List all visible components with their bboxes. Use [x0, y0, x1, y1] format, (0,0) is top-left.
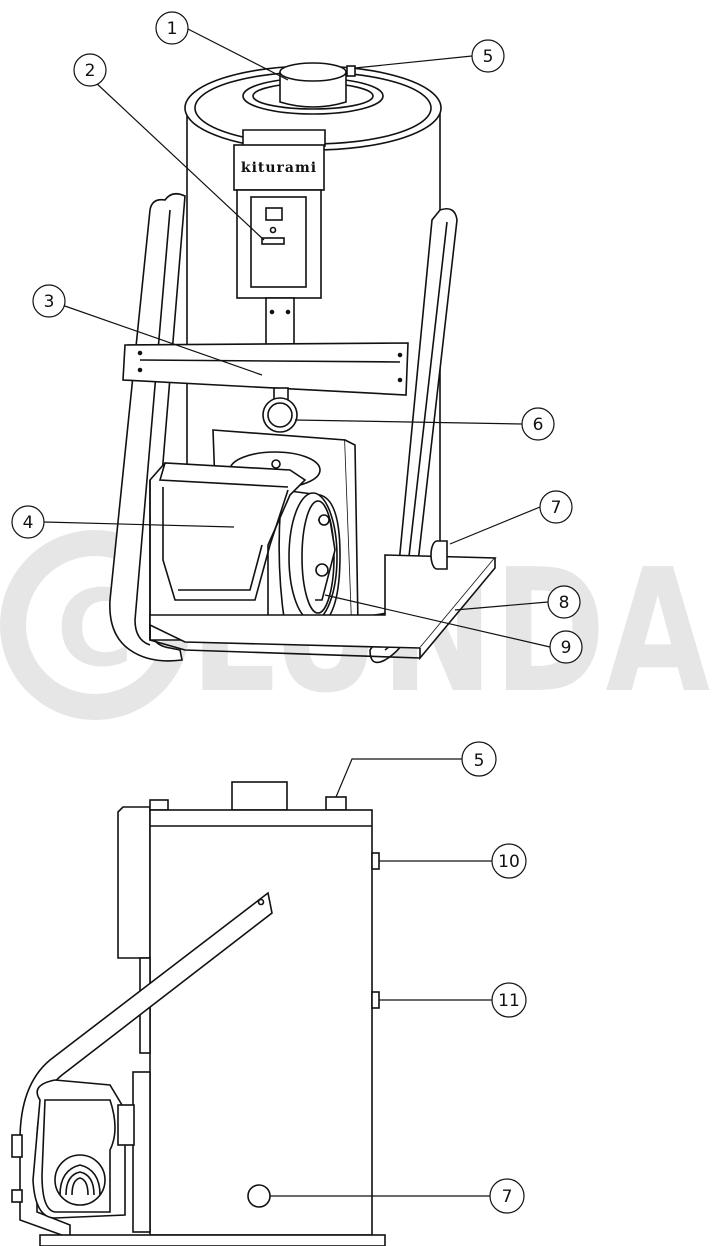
callout-8-label: 8	[559, 593, 570, 613]
callout-5-label: 5	[483, 47, 494, 67]
callout-2	[73, 53, 107, 87]
side-callout-10-label: 10	[498, 852, 520, 872]
callout-7-label: 7	[551, 498, 562, 518]
cross-bar	[122, 342, 409, 396]
brand-label: kiturami	[241, 160, 317, 176]
callout-1-label: 1	[167, 19, 178, 39]
callout-9	[549, 630, 583, 664]
callout-6	[521, 407, 555, 441]
side-tank	[149, 809, 373, 1236]
frame-left	[109, 192, 186, 662]
callout-4	[11, 505, 45, 539]
side-flue	[231, 781, 288, 811]
side-callout-11-label: 11	[498, 991, 520, 1011]
brand-panel	[233, 144, 325, 191]
side-callout-5-label: 5	[474, 751, 485, 771]
side-callouts: 5 10 11 7	[270, 741, 527, 1214]
front-callouts: 1 2 3 4 5 6 7 8 9	[11, 11, 583, 664]
callout-3	[32, 284, 66, 318]
flue-pipe	[279, 72, 347, 108]
side-callout-11	[491, 982, 527, 1018]
side-fitting-10	[371, 852, 380, 870]
callout-5	[471, 39, 505, 73]
callout-6-label: 6	[533, 415, 544, 435]
side-view	[11, 781, 386, 1246]
callout-8	[547, 585, 581, 619]
callout-2-label: 2	[85, 61, 96, 81]
callout-1	[155, 11, 189, 45]
side-fitting-7	[247, 1184, 271, 1208]
side-callout-5	[461, 741, 497, 777]
side-fitting-11	[371, 991, 380, 1009]
callout-9-label: 9	[561, 638, 572, 658]
callout-3-label: 3	[44, 292, 55, 312]
side-base	[39, 1234, 386, 1246]
side-callout-10	[491, 843, 527, 879]
front-view: kiturami	[109, 62, 497, 664]
callout-4-label: 4	[23, 513, 34, 533]
side-callout-7-label: 7	[502, 1187, 513, 1207]
side-control-box	[117, 806, 151, 959]
callout-7	[539, 490, 573, 524]
side-callout-7	[489, 1178, 525, 1214]
